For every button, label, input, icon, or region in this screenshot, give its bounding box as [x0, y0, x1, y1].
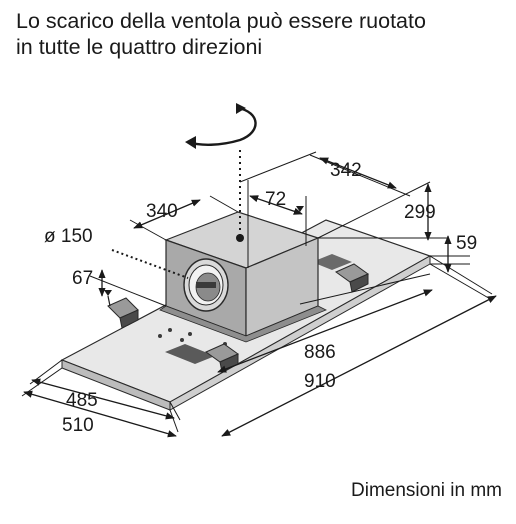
pipe-axis-line	[111, 249, 189, 279]
dim-340: 340	[146, 201, 178, 222]
caption: Lo scarico della ventola può essere ruot…	[16, 8, 426, 60]
dim-150: ø 150	[44, 226, 93, 247]
dim-910: 910	[304, 371, 336, 392]
dim-72: 72	[265, 189, 286, 210]
outlet-pipe-icon	[183, 258, 229, 312]
dim-299: 299	[404, 202, 436, 223]
dimension-lines	[23, 157, 497, 438]
dim-510: 510	[62, 415, 94, 436]
dim-342: 342	[330, 160, 362, 181]
dim-886: 886	[304, 342, 336, 363]
dim-485: 485	[66, 390, 98, 411]
dim-59: 59	[456, 233, 477, 254]
center-point	[236, 234, 244, 242]
units-note: Dimensioni in mm	[351, 480, 502, 501]
rotation-arrow-icon	[185, 103, 257, 149]
caption-line-1: Lo scarico della ventola può essere ruot…	[16, 9, 426, 33]
caption-line-2: in tutte le quattro direzioni	[16, 35, 263, 59]
dim-67: 67	[72, 268, 93, 289]
